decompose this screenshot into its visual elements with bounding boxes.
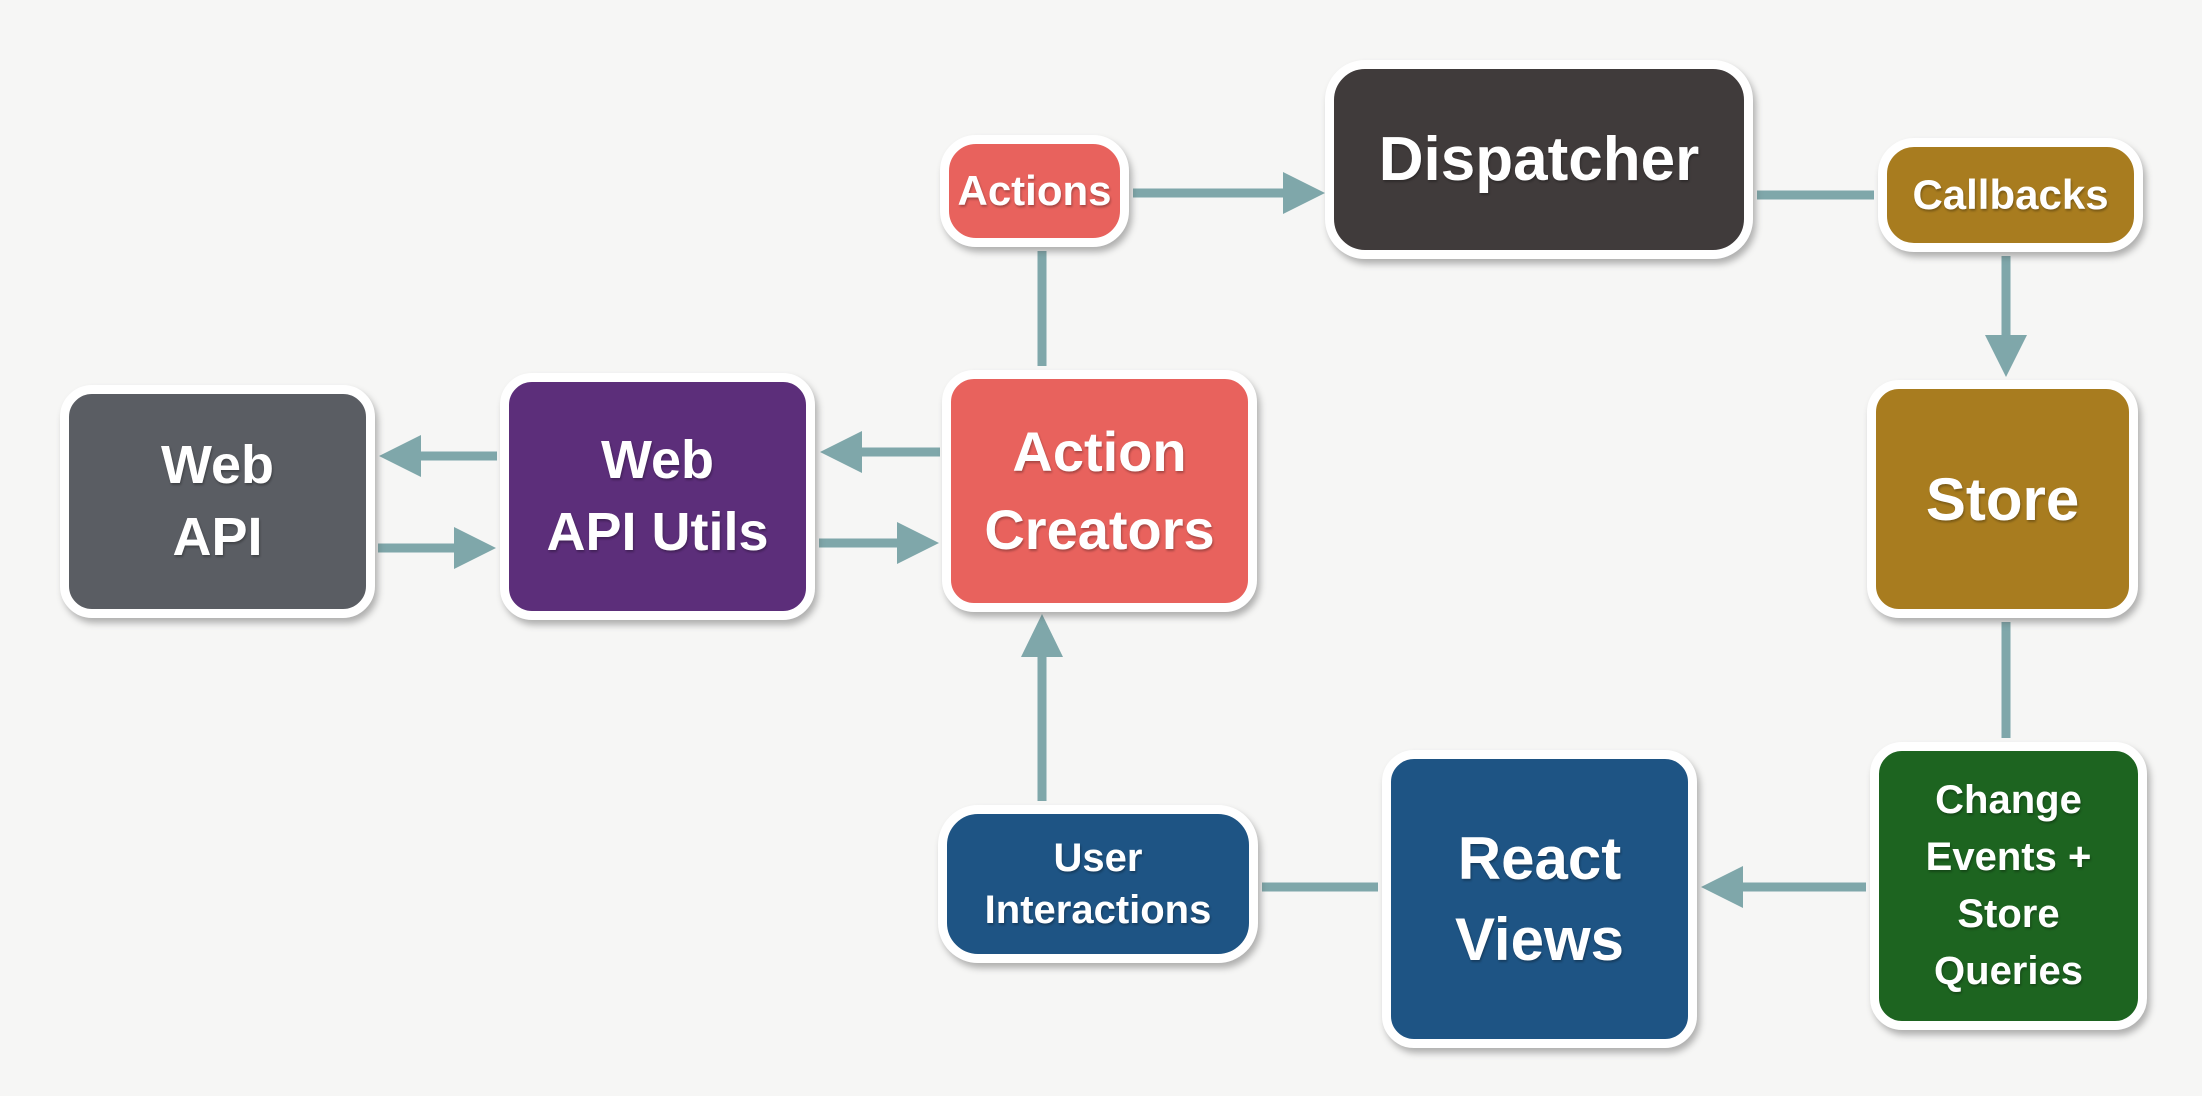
connector-change-events-to-react-views (1701, 866, 1866, 908)
arrowhead-down-icon (1985, 335, 2027, 377)
node-dispatcher-label: Dispatcher (1378, 125, 1700, 194)
connector-callbacks-to-store (1985, 256, 2027, 377)
connector-user-interactions-to-action-creators (1021, 614, 1063, 801)
node-change-events-store-queries: Change Events + Store Queries (1870, 742, 2147, 1030)
arrowhead-left-icon (820, 431, 862, 473)
arrowhead-up-icon (1021, 614, 1063, 657)
arrowhead-left-icon (1701, 866, 1743, 908)
arrowhead-right-icon (454, 527, 496, 569)
connector-web-api-to-web-api-utils (378, 527, 496, 569)
node-action-creators: Action Creators (942, 370, 1257, 612)
node-user-interactions: User Interactions (938, 805, 1258, 963)
node-dispatcher: Dispatcher (1325, 60, 1753, 259)
connector-action-creators-to-web-api-utils (820, 431, 940, 473)
node-callbacks: Callbacks (1878, 138, 2143, 252)
node-react-views: React Views (1382, 750, 1697, 1048)
arrowhead-left-icon (379, 435, 421, 477)
arrowhead-right-icon (1283, 172, 1325, 214)
node-action-creators-label: Action Creators (984, 419, 1215, 561)
node-web-api: Web API (60, 385, 375, 618)
node-store-label: Store (1925, 465, 2080, 533)
node-change-events-store-queries-label: Change Events + Store Queries (1925, 778, 2092, 993)
node-store: Store (1867, 380, 2138, 618)
node-callbacks-label: Callbacks (1912, 171, 2109, 218)
node-actions: Actions (940, 135, 1129, 247)
node-web-api-label: Web API (160, 435, 274, 567)
node-react-views-label: React Views (1454, 825, 1624, 973)
node-actions-label: Actions (957, 167, 1112, 214)
arrowhead-right-icon (897, 522, 939, 564)
connector-web-api-utils-to-web-api (379, 435, 497, 477)
node-web-api-utils-label: Web API Utils (546, 430, 769, 562)
node-user-interactions-label: User Interactions (984, 836, 1212, 932)
connector-actions-to-dispatcher (1133, 172, 1325, 214)
connector-web-api-utils-to-action-creators (819, 522, 939, 564)
node-web-api-utils: Web API Utils (500, 373, 815, 620)
